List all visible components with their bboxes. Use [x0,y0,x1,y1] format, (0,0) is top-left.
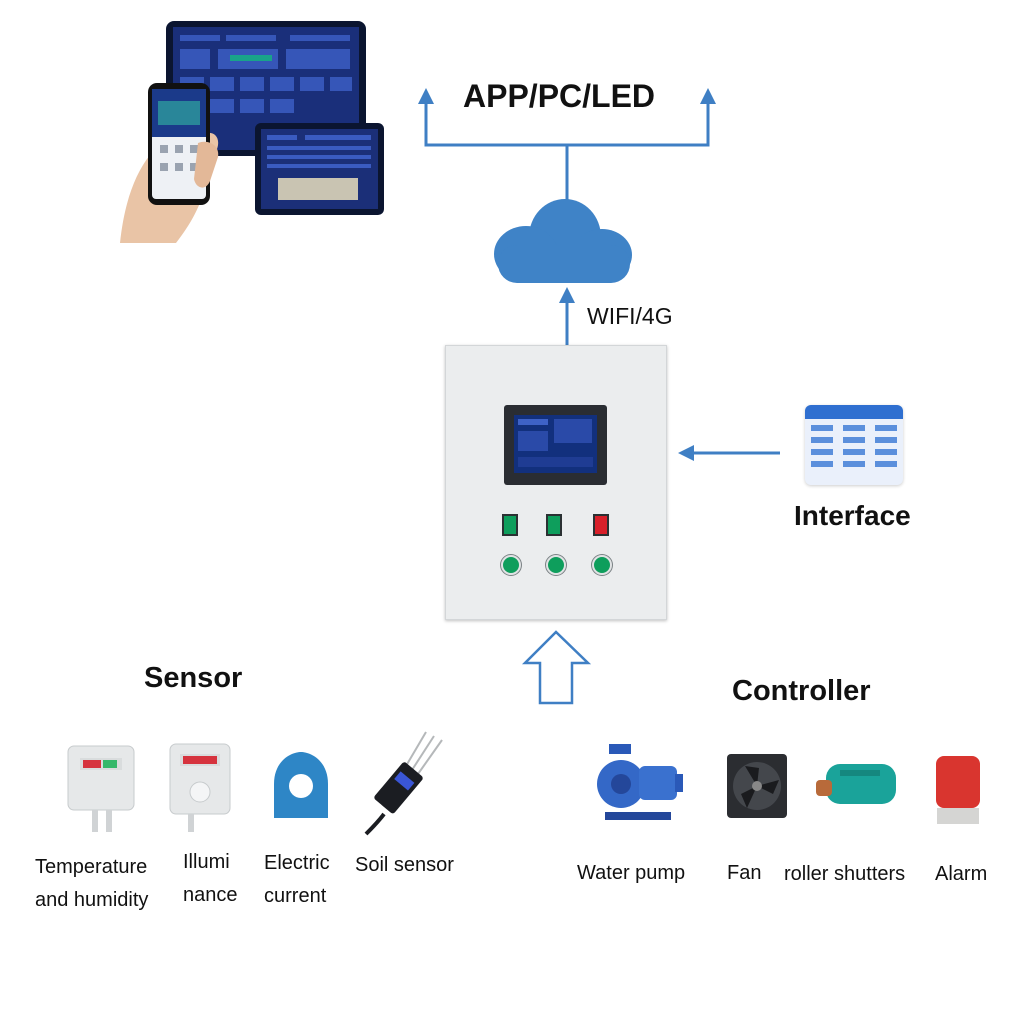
arrowhead-left-up [418,88,434,104]
green-push-button-2[interactable] [546,555,566,575]
red-indicator-light [593,514,609,536]
illuminance-sensor-icon [164,740,238,840]
interface-screen-thumbnail [805,405,903,485]
controller-label-fan: Fan [727,862,762,884]
sensor-label-current-line1: Electric [264,852,330,874]
sensor-label-temperature-line1: Temperature [35,856,148,878]
roller-shutter-motor-icon [812,756,902,816]
green-indicator-light-1 [502,514,518,536]
cabinet-display-screen [504,405,607,485]
output-fork-arrow [424,102,710,200]
green-indicator-light-2 [546,514,562,536]
wifi-4g-label: WIFI/4G [587,303,673,329]
interface-arrowhead [678,445,694,461]
sensor-label-illuminance-line1: Illumi [183,851,230,873]
hollow-up-arrow [521,630,592,705]
sensor-label-illuminance-line2: nance [183,884,238,906]
arrowhead-right-up [700,88,716,104]
interface-label: Interface [794,500,911,531]
sensor-heading: Sensor [144,662,243,694]
green-push-button-1[interactable] [501,555,521,575]
water-pump-icon [595,740,687,830]
uplink-arrowhead [559,287,575,303]
app-devices-illustration [110,15,400,245]
output-title: APP/PC/LED [463,78,656,114]
temperature-humidity-sensor-icon [62,740,142,840]
controller-label-alarm: Alarm [935,863,988,885]
green-push-button-3[interactable] [592,555,612,575]
sensor-label-temperature-line2: and humidity [35,889,149,911]
controller-label-water-pump: Water pump [577,862,686,884]
current-transformer-icon [266,748,336,828]
alarm-light-icon [933,752,983,827]
sensor-label-soil: Soil sensor [355,854,454,876]
fan-icon [725,752,789,822]
controller-label-roller-shutters: roller shutters [784,863,906,885]
soil-probe-icon [362,730,452,840]
controller-heading: Controller [732,675,871,707]
sensor-label-current-line2: current [264,885,327,907]
cloud-icon [494,199,632,283]
control-cabinet [445,345,667,620]
